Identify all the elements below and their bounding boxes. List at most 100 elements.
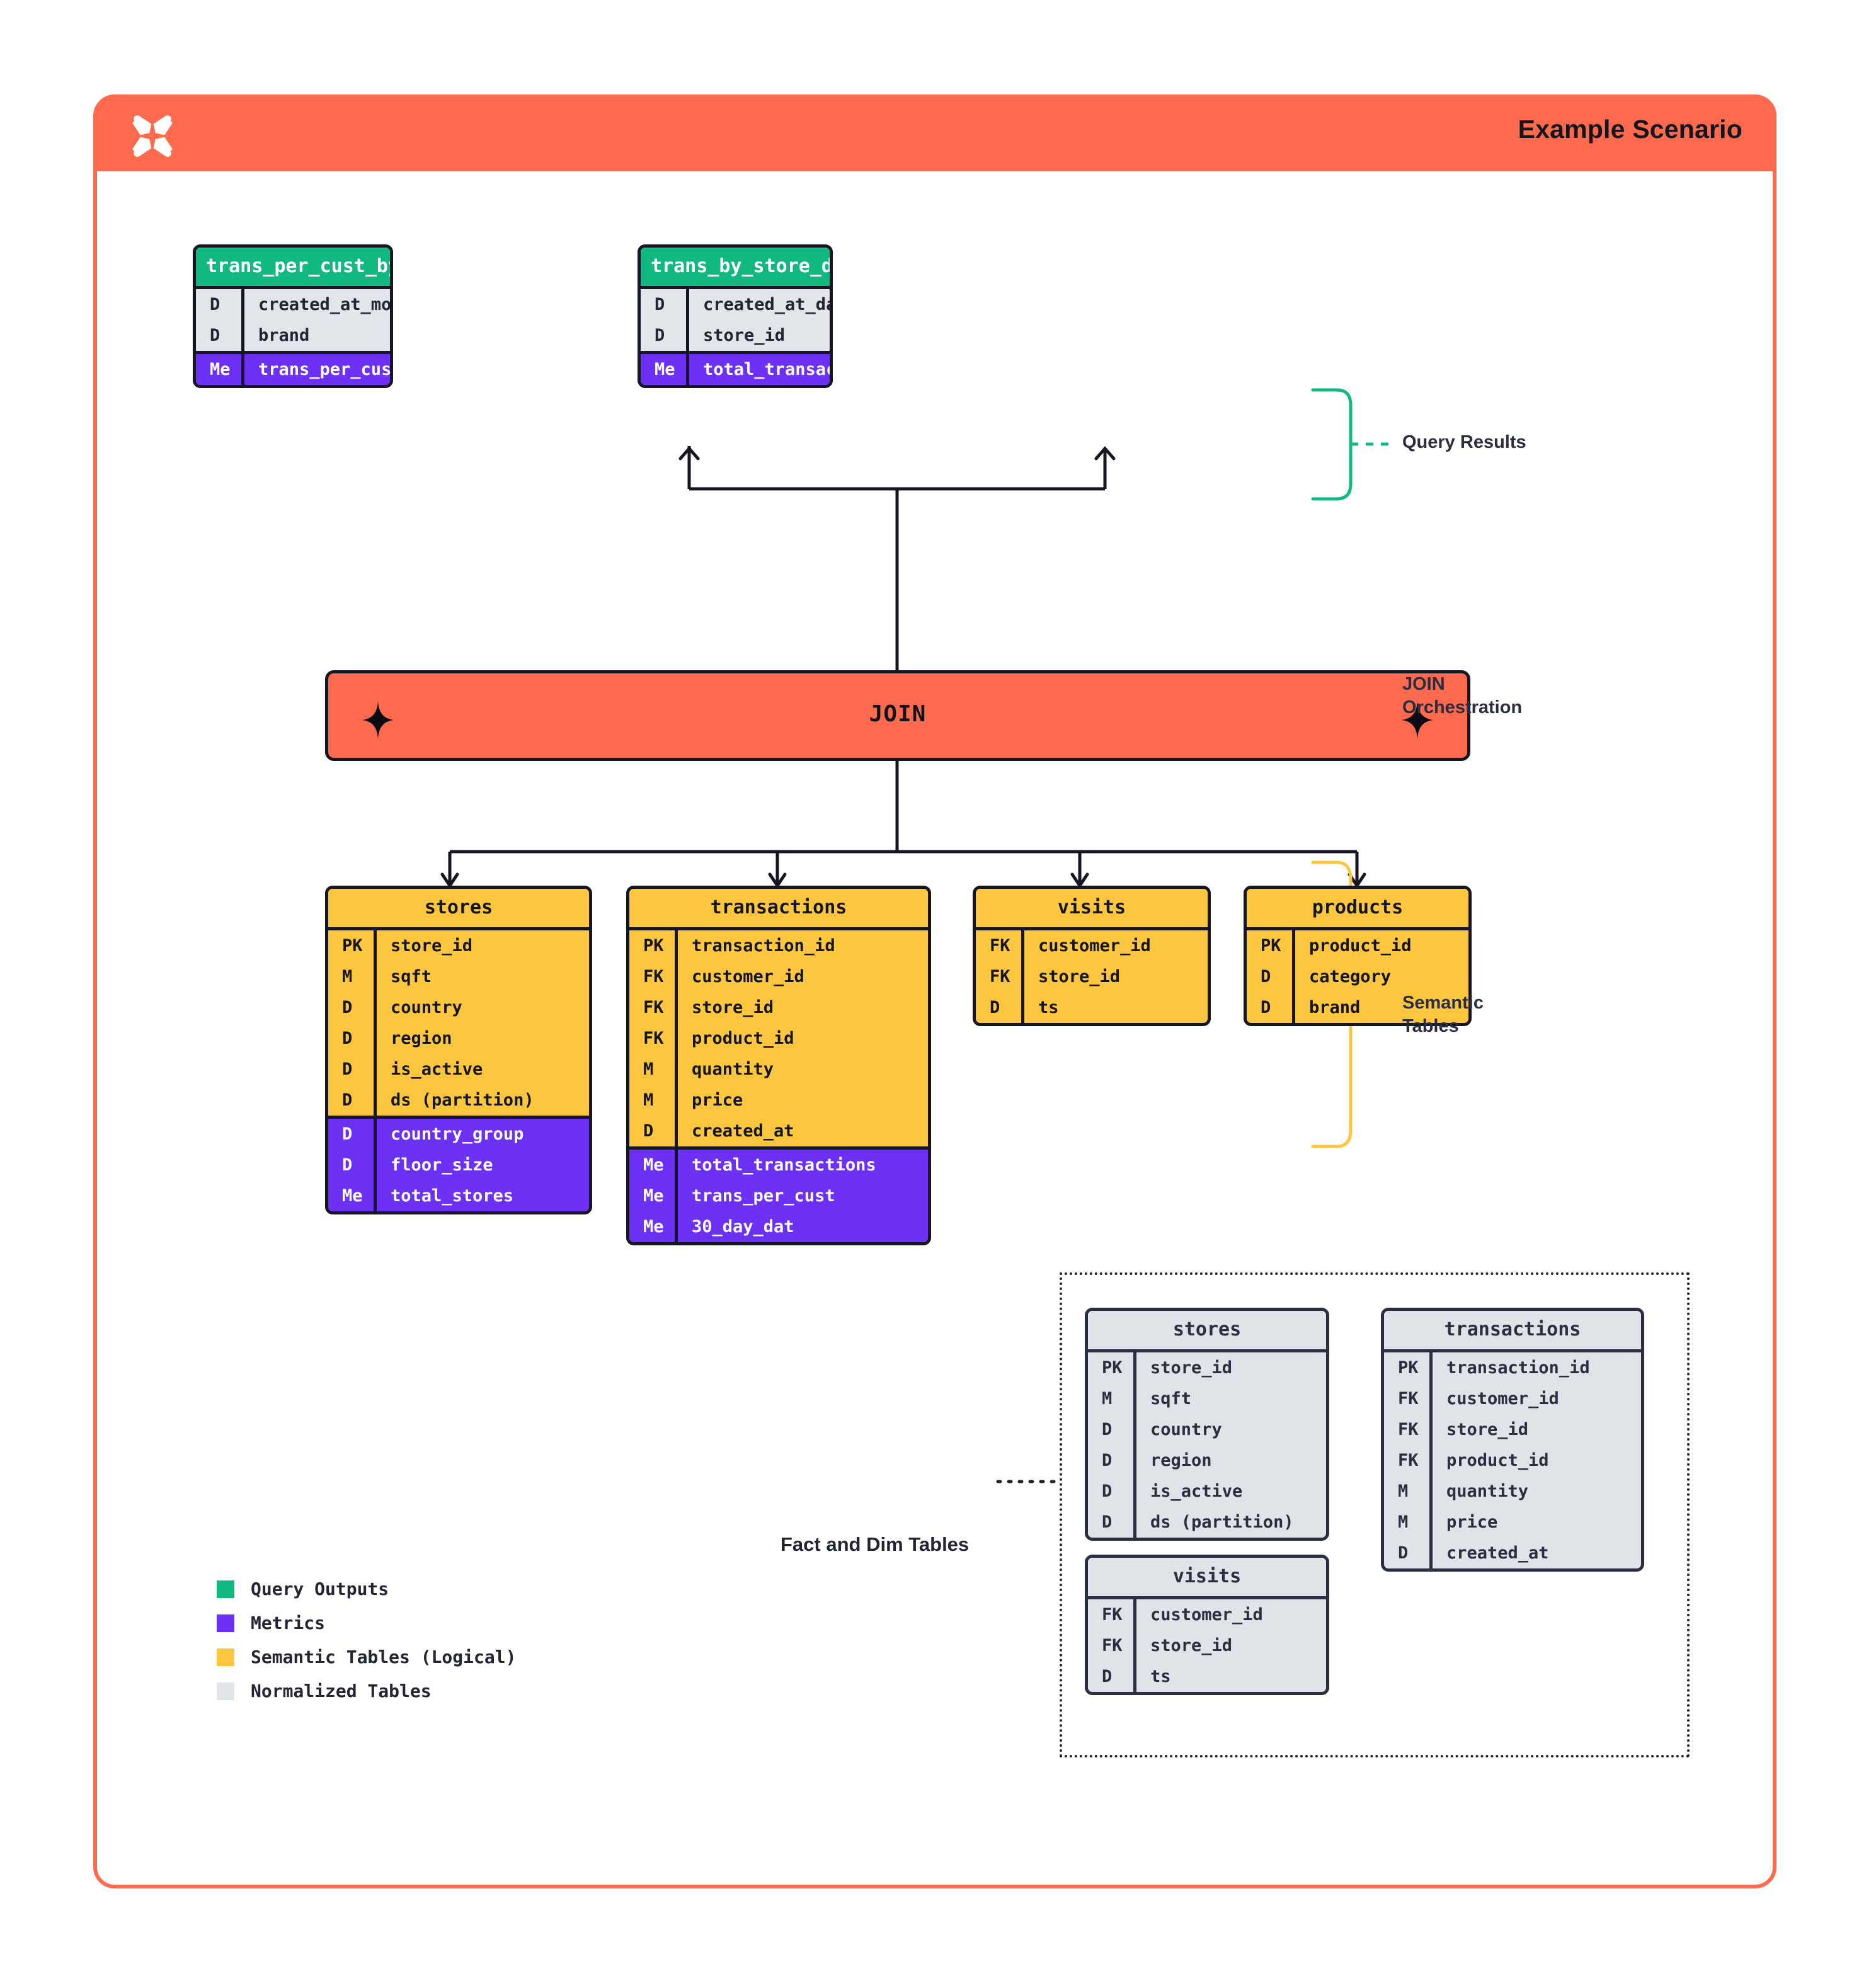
row-kind: Me [643,1185,664,1206]
row-field: transaction_id [1429,1352,1641,1383]
table-title: transactions [629,889,928,927]
query-result-table[interactable]: trans_by_store_day D created_at_day D st… [638,244,833,388]
row-kind: PK [342,935,363,956]
row-kind: D [210,325,220,345]
table-row[interactable]: D created_at_month [196,288,390,320]
row-field: product_id [1292,930,1468,961]
card-header: Example Scenario [97,98,1773,171]
table-row[interactable]: D store_id [641,319,830,351]
row-kind: M [1398,1481,1409,1501]
row-kind: Me [342,1185,363,1206]
join-orchestration-bar[interactable]: JOIN [325,670,1470,761]
row-field: sqft [1133,1383,1326,1414]
table-row[interactable]: D brand [196,319,390,351]
annotation-label-line2: Orchestration [1402,697,1523,718]
legend-item: Metrics [217,1613,516,1633]
row-field: 30_day_dat [675,1211,928,1242]
dimension-rows: D created_at_day D store_id [641,285,830,351]
row-field: quantity [675,1053,928,1085]
row-field: brand [241,319,390,351]
sparkle-icon [1402,701,1433,739]
table-row[interactable]: Me trans_per_cust [196,353,390,385]
row-kind: M [643,1059,654,1079]
row-kind: D [1102,1481,1113,1501]
table-title: stores [1088,1311,1326,1349]
legend-label: Metrics [251,1613,326,1633]
table-title: products [1247,889,1468,927]
annotation-fact-dim-tables: Fact and Dim Tables [781,1533,970,1555]
table-title: visits [1088,1558,1326,1596]
row-field: product_id [1429,1444,1641,1476]
table-row[interactable]: D created_at_day [641,288,830,320]
table-row[interactable]: Me total_transactions [641,353,830,385]
table-title: visits [976,889,1208,927]
row-kind: FK [1102,1604,1123,1625]
row-kind: D [1261,966,1271,986]
table-row[interactable]: FK store_id [629,991,928,1023]
row-kind: D [643,1121,654,1141]
row-field: store_id [675,991,928,1023]
table-title: trans_by_store_day [641,248,830,286]
row-kind: FK [990,935,1010,956]
annotation-query-results: Query Results [1402,431,1526,454]
row-field: region [374,1022,589,1054]
query-result-table[interactable]: trans_per_cust_by_brand_month D created_… [193,244,393,388]
row-kind: PK [1102,1357,1123,1378]
legend-label: Query Outputs [251,1579,389,1599]
x-logo-icon [132,115,173,157]
legend-item: Query Outputs [217,1579,516,1599]
row-field: price [675,1084,928,1116]
row-kind: FK [643,997,664,1017]
